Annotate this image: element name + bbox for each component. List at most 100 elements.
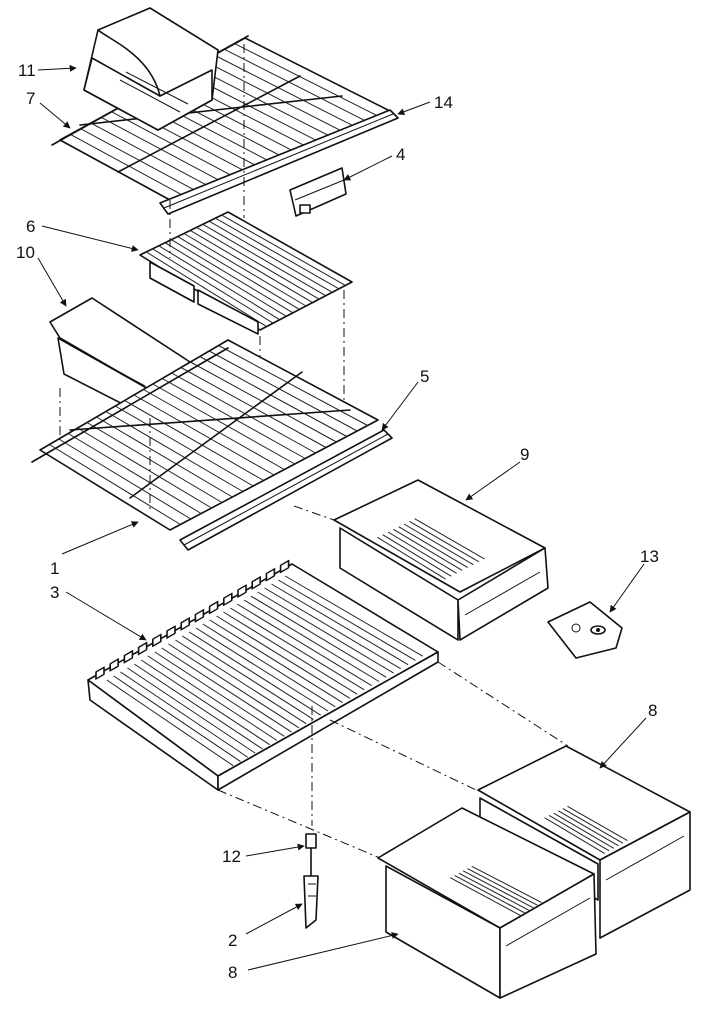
cover-tab — [137, 641, 148, 656]
grille-line — [202, 623, 336, 708]
grille-line — [203, 60, 343, 133]
grille-line — [271, 583, 409, 666]
callout-9: 9 — [520, 445, 529, 464]
grille-line — [250, 595, 387, 678]
cover-tab — [194, 608, 205, 623]
grille-line — [124, 400, 264, 481]
grille-line — [120, 671, 249, 758]
grille-line — [264, 587, 402, 670]
grille-line — [284, 575, 423, 657]
crisper-drawer-front — [377, 807, 597, 999]
grille-line — [182, 635, 314, 720]
callout-2: 2 — [228, 931, 237, 950]
cover-tab — [223, 592, 233, 607]
grille-line — [195, 627, 329, 712]
grille-line — [454, 874, 525, 914]
callout-1: 1 — [50, 559, 59, 578]
humidity-control-cover — [547, 601, 623, 659]
grille-line — [175, 639, 307, 725]
grille-line — [114, 405, 254, 487]
cover-tab — [265, 567, 276, 582]
damper-control-rod — [303, 833, 319, 929]
grille-line — [221, 214, 346, 286]
cover-tab — [237, 584, 247, 598]
grille-line — [213, 54, 356, 128]
grille-line — [168, 643, 300, 729]
grille-line — [158, 245, 280, 321]
callout-14: 14 — [434, 93, 453, 112]
grille-line — [387, 531, 457, 574]
crisper-cover-frame — [87, 559, 439, 791]
grille-line — [544, 817, 605, 854]
grille-line — [90, 122, 208, 186]
grille-line — [199, 356, 348, 437]
grille-line — [154, 651, 285, 737]
grille-line — [403, 523, 474, 566]
grille-line — [127, 667, 256, 754]
grille-line — [143, 389, 285, 470]
grille-line — [183, 233, 307, 307]
grille-line — [450, 877, 521, 916]
callout-8-rear: 8 — [648, 701, 657, 720]
grille-line — [382, 534, 452, 577]
grille-line — [230, 607, 365, 691]
grille-line — [133, 394, 275, 476]
grille-line — [243, 599, 380, 682]
alignment-lines-lower — [217, 661, 569, 859]
alignment-lines-middle — [293, 505, 335, 521]
grille-line — [196, 226, 320, 300]
grille-line — [190, 361, 337, 443]
grille-line — [278, 579, 416, 661]
shelf-bracket — [289, 167, 347, 217]
grille-line — [377, 536, 446, 580]
grille-line — [471, 865, 542, 904]
large-shelf-trim-strip — [179, 429, 393, 551]
callout-labels: 11 7 14 4 6 10 5 9 1 3 13 8 12 2 8 — [16, 61, 659, 982]
callout-4: 4 — [396, 145, 405, 164]
callout-10: 10 — [16, 243, 35, 262]
grille-line — [164, 242, 287, 317]
grille-line — [409, 520, 480, 563]
grille-line — [562, 808, 624, 844]
grille-line — [567, 805, 628, 842]
grille-line — [188, 631, 321, 716]
grille-line — [58, 438, 192, 520]
cover-tab — [123, 650, 134, 664]
shelf-trim-strip — [159, 109, 399, 215]
cover-tab — [251, 576, 261, 590]
grille-line — [96, 416, 233, 498]
leader-lines — [37, 64, 647, 971]
grille-line — [106, 679, 234, 767]
grille-line — [458, 872, 530, 911]
grille-line — [134, 663, 263, 750]
grille-line — [49, 444, 181, 525]
grille-line — [558, 810, 619, 847]
cover-tab — [109, 658, 119, 672]
callout-6: 6 — [26, 217, 35, 236]
grille-line — [234, 43, 380, 118]
grille-line — [171, 239, 294, 314]
cover-tab — [166, 625, 176, 639]
grille-line — [216, 615, 351, 699]
grille-line — [393, 528, 463, 571]
grille-line — [398, 526, 469, 568]
grille-line — [147, 655, 278, 741]
grille-line — [80, 128, 195, 191]
large-wire-shelf — [31, 339, 379, 531]
callout-12: 12 — [222, 847, 241, 866]
grille-line — [208, 220, 333, 293]
grille-line — [208, 350, 358, 432]
grille-line — [548, 814, 610, 852]
grille-line — [223, 611, 358, 695]
grille-line — [215, 217, 340, 290]
cover-tab — [95, 666, 105, 680]
grille-line — [113, 675, 241, 762]
grille-line — [236, 603, 372, 687]
grille-line — [190, 229, 313, 304]
callout-7: 7 — [26, 89, 35, 108]
grille-line — [462, 870, 534, 909]
middle-small-shelf — [139, 211, 353, 335]
grille-line — [257, 591, 394, 674]
grille-line — [161, 647, 292, 733]
grille-line — [553, 812, 614, 849]
